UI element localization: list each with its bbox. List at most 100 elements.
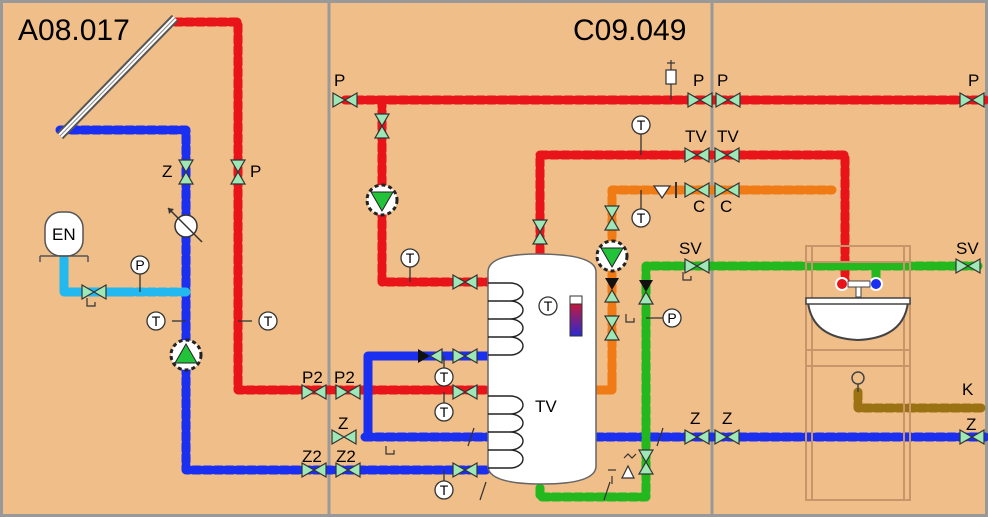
gauge-letter: T <box>440 404 449 420</box>
drain-tee-icon <box>385 446 395 455</box>
valve-icon <box>684 428 710 446</box>
pipe-break-mark <box>656 427 664 447</box>
label-p: P <box>693 71 704 90</box>
label-p: P <box>717 71 728 90</box>
valve-icon <box>81 283 107 301</box>
label-sv: SV <box>679 239 702 258</box>
gauge-letter: P <box>667 310 676 326</box>
gauge-letter: T <box>637 210 646 226</box>
expansion-tank-icon <box>39 211 89 262</box>
washbasin-icon <box>805 297 911 342</box>
pipe-segment <box>377 95 493 287</box>
thermometer-icon: T <box>631 208 651 228</box>
pipe-segment <box>59 253 131 297</box>
valve-icon <box>714 428 740 446</box>
gauge-letter: T <box>440 369 449 385</box>
zone-code-c: C09.049 <box>573 14 686 47</box>
check-valve-icon <box>603 278 621 303</box>
valve-icon <box>715 91 741 109</box>
label-p: P <box>968 71 979 90</box>
valve-icon <box>955 257 981 275</box>
valve-icon <box>335 383 361 401</box>
valve-icon <box>301 383 327 401</box>
pump-icon <box>365 183 399 217</box>
pipe-break-mark <box>479 481 487 501</box>
valve-icon <box>684 257 710 275</box>
thermometer-icon: T <box>434 480 454 500</box>
label-z: Z <box>966 415 976 434</box>
valve-icon <box>684 181 710 199</box>
gauge-letter: P <box>135 257 144 273</box>
thermometer-icon: T <box>434 367 454 387</box>
valve-icon <box>452 347 478 365</box>
gauge-letter: T <box>152 313 161 329</box>
thermometer-icon: T <box>400 248 420 268</box>
gauge-letter: T <box>440 482 449 498</box>
air-vent-icon <box>665 60 677 100</box>
gauge-letter: T <box>264 313 273 329</box>
label-tv: TV <box>685 127 707 146</box>
pump-icon <box>169 338 203 372</box>
valve-icon <box>714 146 740 164</box>
mixer-tap-icon <box>835 277 883 298</box>
drain-tee-icon <box>682 272 692 281</box>
pipe-segment <box>853 387 988 413</box>
strainer-icon <box>652 182 677 200</box>
zone-code-a: A08.017 <box>18 14 130 47</box>
thermometer-icon: T <box>258 311 278 331</box>
label-p: P <box>334 71 345 90</box>
label-c: C <box>693 197 705 216</box>
valve-icon <box>452 461 478 479</box>
pipe-break-mark <box>467 427 475 447</box>
pipe-segment <box>55 125 493 475</box>
label-sv: SV <box>956 239 979 258</box>
thermometer-icon: T <box>538 296 558 316</box>
pipe-segment <box>535 261 983 502</box>
label-z2: Z2 <box>336 447 356 466</box>
valve-icon <box>531 219 549 245</box>
check-valve-icon <box>637 280 655 305</box>
washbasin-frame <box>805 245 911 501</box>
valve-icon <box>331 428 357 446</box>
valve-icon <box>684 146 710 164</box>
valve-icon <box>332 91 358 109</box>
label-k: K <box>962 380 974 399</box>
label-p2: P2 <box>302 368 323 387</box>
label-z: Z <box>690 409 700 428</box>
valve-icon <box>301 461 327 479</box>
check-valve-icon <box>418 347 443 365</box>
coil-heat-exchanger-icon <box>488 282 524 469</box>
valve-icon <box>603 205 621 231</box>
solar-collector-icon <box>56 14 179 140</box>
gauge-letter: T <box>637 117 646 133</box>
valve-icon <box>637 449 655 475</box>
pressure-gauge-icon: P <box>662 308 682 328</box>
label-z: Z <box>722 409 732 428</box>
label-z: Z <box>162 162 172 181</box>
gauge-letter: T <box>406 250 415 266</box>
valve-icon <box>229 159 247 185</box>
valve-icon <box>177 159 195 185</box>
valve-icon <box>959 428 985 446</box>
gauge-letter: T <box>544 298 553 314</box>
pipe-segment <box>170 17 495 395</box>
thermometer-icon: T <box>631 115 651 135</box>
drain-tee-icon <box>86 298 96 307</box>
flow-meter-icon <box>167 207 203 243</box>
label-p: P <box>250 162 261 181</box>
pipe-segment <box>591 375 617 395</box>
label-tv: TV <box>717 127 739 146</box>
label-z: Z <box>338 414 348 433</box>
storage-tank-icon <box>487 253 597 485</box>
pipe-break-mark <box>603 481 611 501</box>
valve-icon <box>959 91 985 109</box>
label-p2: P2 <box>334 368 355 387</box>
valve-icon <box>687 91 713 109</box>
label-c: C <box>720 197 732 216</box>
pipe-segment <box>363 351 493 442</box>
pump-icon <box>595 239 629 273</box>
valve-icon <box>373 113 391 139</box>
